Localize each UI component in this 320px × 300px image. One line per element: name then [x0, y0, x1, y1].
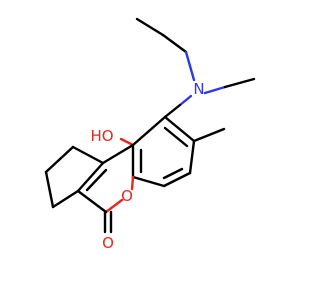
bond-c8-c7	[163, 115, 196, 143]
bond-c9b-c8	[131, 115, 167, 147]
bond-c3a-c9a-inner	[85, 168, 108, 192]
bond-c5-c4a	[131, 175, 166, 188]
molecule-structure: N HO O O	[44, 17, 256, 252]
bond-c3a-c9a	[76, 161, 105, 193]
cyclopentane-ring	[44, 145, 105, 209]
bond-o-c3	[104, 198, 124, 214]
bond-c7-c6	[188, 139, 196, 175]
bond-c3-c3a	[76, 189, 108, 214]
bond-c3-c3a	[51, 189, 80, 209]
bond-n-ethyl1	[184, 50, 196, 82]
ring-oxygen-label: O	[121, 187, 133, 205]
benzene-ring	[131, 115, 196, 188]
bond-ethyl1-ch3	[135, 17, 165, 37]
pyranone-ring	[76, 143, 135, 234]
diethylamino-group	[135, 17, 256, 119]
bond-c6-c5-inner	[162, 167, 184, 180]
bond-n-ch2	[178, 94, 193, 107]
bond-c6-c5	[162, 171, 192, 188]
bond-c2-c3	[44, 170, 55, 209]
bond-c9b-hydroxyl	[119, 137, 135, 147]
hydroxyl-label: HO	[90, 127, 113, 145]
bond-ch2-ring	[163, 103, 182, 119]
bond-ethyl2-ch3	[223, 77, 256, 89]
bond-c9a-c9b	[101, 143, 135, 165]
bond-c8-c7-inner	[163, 126, 189, 148]
carbonyl-oxygen-label: O	[102, 234, 114, 252]
bond-ethyl1-ch2	[161, 33, 188, 54]
bond-c1-c2	[44, 145, 75, 174]
nitrogen-atom-label: N	[193, 80, 204, 98]
bond-c9a-c1	[71, 145, 105, 165]
bond-c4a-o	[130, 175, 135, 191]
bond-n-ethyl2	[203, 85, 227, 95]
bond-c7-methyl	[192, 127, 226, 143]
